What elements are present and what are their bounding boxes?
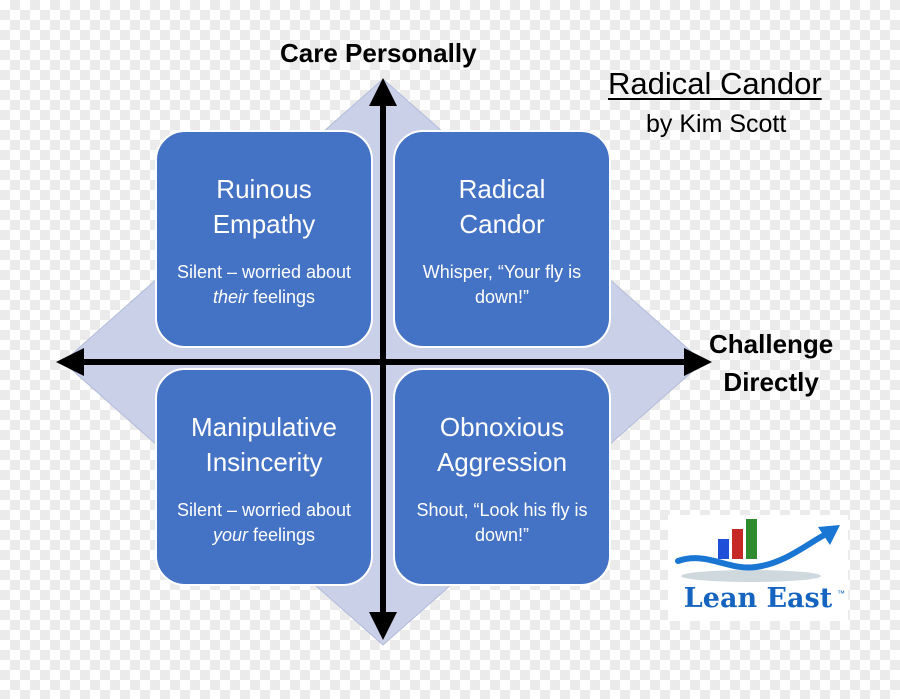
quadrant-manipulative-insincerity: Manipulative Insincerity Silent – worrie…: [155, 368, 373, 586]
quadrant-title: Radical Candor: [458, 174, 546, 239]
diagram-subtitle: by Kim Scott: [646, 110, 787, 138]
logo-bar-blue: [718, 539, 729, 559]
diagram-title: Radical Candor: [608, 66, 822, 101]
logo-trademark: ™: [837, 589, 845, 598]
quadrant-title: Ruinous Empathy: [212, 174, 316, 239]
logo-text: Lean East: [683, 583, 833, 614]
logo-arrow: [675, 530, 831, 571]
vertical-axis-label: Care Personally: [280, 38, 477, 68]
logo-arrow-head: [818, 525, 840, 545]
quadrant-description: Silent – worried about their feelings: [176, 262, 352, 307]
logo-bar-green: [746, 519, 757, 559]
quadrant-title: Manipulative Insincerity: [191, 412, 337, 477]
logo-graphic: [675, 519, 840, 582]
lean-east-logo: Lean East ™: [668, 515, 848, 621]
quadrant-title: Obnoxious Aggression: [436, 412, 568, 477]
quadrant-description: Silent – worried about your feelings: [176, 500, 352, 545]
vertical-axis-arrow: [369, 78, 397, 640]
logo-bar-red: [732, 529, 743, 559]
horizontal-axis-label: Challenge Directly: [709, 329, 834, 397]
quadrant-ruinous-empathy: Ruinous Empathy Silent – worried about t…: [155, 130, 373, 348]
quadrant-description: Shout, “Look his fly is down!”: [416, 500, 588, 545]
quadrant-description: Whisper, “Your fly is down!”: [422, 262, 582, 307]
horizontal-axis-arrow: [56, 348, 712, 376]
quadrant-radical-candor: Radical Candor Whisper, “Your fly is dow…: [393, 130, 611, 348]
quadrant-obnoxious-aggression: Obnoxious Aggression Shout, “Look his fl…: [393, 368, 611, 586]
